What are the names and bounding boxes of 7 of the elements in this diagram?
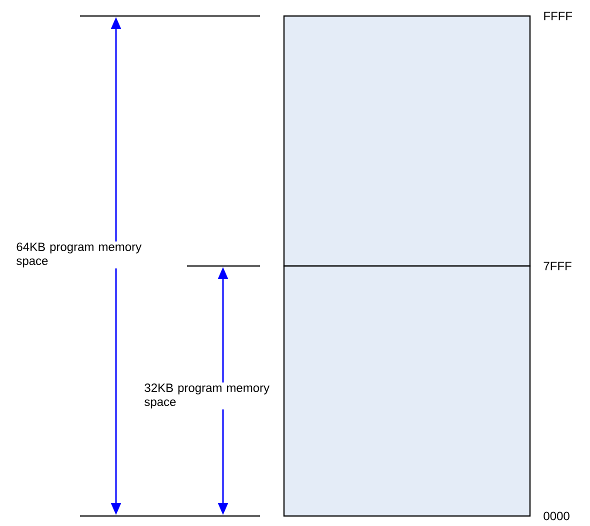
dimension-label: 64KB program memory space [15,242,146,268]
memory-region [283,265,531,517]
address-label: FFFF [542,10,574,22]
dimension-label: 32KB program memory space [143,382,274,410]
address-label: 7FFF [542,260,573,272]
memory-region [283,15,531,267]
address-label: 0000 [542,510,571,522]
